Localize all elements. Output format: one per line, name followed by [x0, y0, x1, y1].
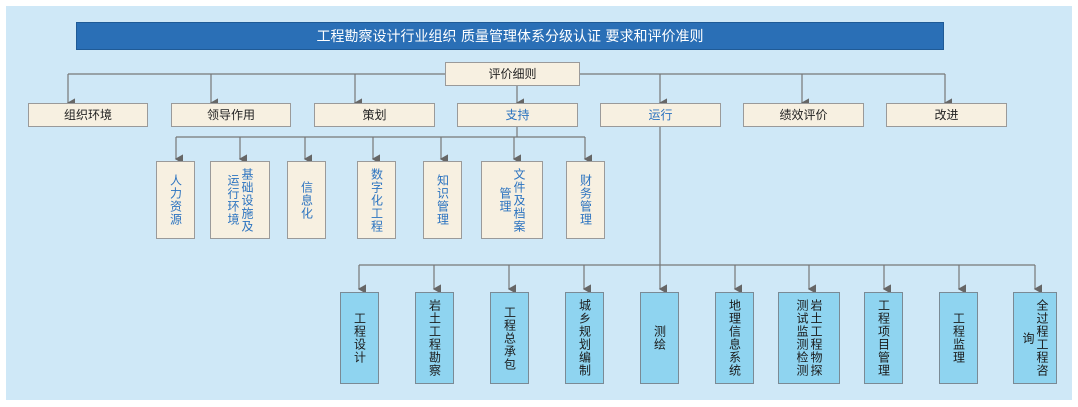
node-planning: 策划: [314, 103, 435, 127]
node-operation: 运行: [600, 103, 721, 127]
node-leadership: 领导作用: [171, 103, 291, 127]
node-informatization: 信息化: [287, 161, 326, 239]
node-geotechnical-survey: 岩土工程勘察: [415, 292, 454, 384]
node-performance-evaluation: 绩效评价: [743, 103, 864, 127]
node-geotechnical-testing-monitoring: 岩土工程物探测试监测检测: [778, 292, 840, 384]
node-whole-process-consulting: 全过程工程咨询: [1013, 292, 1057, 384]
node-engineering-supervision: 工程监理: [939, 292, 978, 384]
node-infrastructure-environment: 基础设施及运行环境: [210, 161, 270, 239]
node-geographic-information-system: 地理信息系统: [715, 292, 754, 384]
node-knowledge-management: 知识管理: [423, 161, 462, 239]
node-surveying-mapping: 测绘: [640, 292, 679, 384]
node-digital-engineering: 数字化工程: [357, 161, 396, 239]
root-node: 评价细则: [445, 62, 580, 86]
node-engineering-design: 工程设计: [340, 292, 379, 384]
node-financial-management: 财务管理: [566, 161, 605, 239]
node-support: 支持: [457, 103, 578, 127]
node-improvement: 改进: [886, 103, 1007, 127]
node-urban-rural-planning: 城乡规划编制: [565, 292, 604, 384]
node-project-management: 工程项目管理: [864, 292, 903, 384]
node-document-archive-management: 文件及档案管理: [481, 161, 543, 239]
node-organization-context: 组织环境: [28, 103, 148, 127]
node-epc-contracting: 工程总承包: [490, 292, 529, 384]
node-human-resources: 人力资源: [156, 161, 195, 239]
diagram-title: 工程勘察设计行业组织 质量管理体系分级认证 要求和评价准则: [76, 22, 944, 50]
